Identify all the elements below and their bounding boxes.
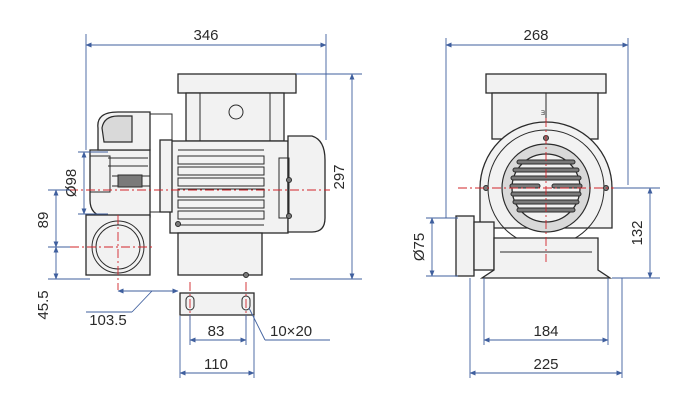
dim-label-89: 89 <box>35 212 52 229</box>
dim-83: 83 <box>189 315 247 345</box>
dim-268: 268 <box>445 27 629 218</box>
dim-slot: 10×20 <box>248 307 330 341</box>
dim-225: 225 <box>469 278 623 378</box>
dim-label-225: 225 <box>533 356 558 373</box>
motor-body <box>169 135 326 234</box>
dim-label-110: 110 <box>204 356 228 373</box>
dim-label-45-5: 45.5 <box>35 290 52 319</box>
dim-dia75: Ø75 <box>411 217 458 277</box>
mounting-foot <box>177 232 263 316</box>
front-view: ᴲ <box>411 27 660 378</box>
dim-132: 132 <box>612 187 660 279</box>
dim-103-5: 103.5 <box>86 288 179 329</box>
cooling-fins <box>177 149 265 226</box>
dim-184: 184 <box>483 278 609 345</box>
dim-110: 110 <box>179 316 255 378</box>
side-view: 346 297 Ø98 89 45.5 <box>35 27 362 378</box>
terminal-box <box>177 73 297 142</box>
dim-label-103-5: 103.5 <box>89 312 127 329</box>
dim-45-5: 45.5 <box>35 246 90 320</box>
dim-label-184: 184 <box>533 323 558 340</box>
dim-346: 346 <box>85 27 327 150</box>
dim-label-83: 83 <box>208 323 225 340</box>
dim-label-slot: 10×20 <box>270 323 312 340</box>
dim-label-297: 297 <box>331 164 348 189</box>
dim-89: 89 <box>35 189 70 248</box>
dim-label-132: 132 <box>629 220 646 245</box>
dim-297: 297 <box>290 73 362 280</box>
dim-label-346: 346 <box>193 27 218 44</box>
fan-housing <box>89 111 173 218</box>
dim-label-dia98: Ø98 <box>63 169 80 197</box>
rotation-mark: ᴲ <box>541 109 545 119</box>
dim-label-268: 268 <box>523 27 548 44</box>
dim-label-dia75: Ø75 <box>411 233 428 261</box>
front-outlet <box>455 215 495 277</box>
